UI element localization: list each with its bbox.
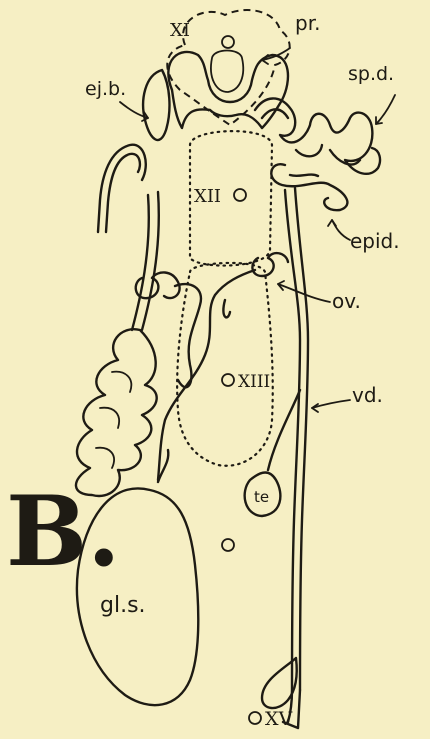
label-ov: ov. (332, 289, 361, 313)
ejaculatory-bulb (143, 70, 169, 140)
epididymis-coils-2 (290, 175, 318, 176)
epididymis-coils (271, 164, 347, 210)
label-xiii: XIII (238, 372, 270, 392)
label-vd: vd. (352, 383, 383, 407)
label-gls: gl.s. (100, 593, 146, 618)
segment-xiii-dotted (177, 263, 273, 466)
segment-xii-pore (234, 189, 246, 201)
prostate-inner (211, 51, 243, 93)
label-xv: XV (265, 708, 293, 730)
ovary-right (252, 253, 288, 276)
prostate (168, 52, 288, 128)
segment-xv-pore (249, 712, 261, 724)
segment-xiii-pore (222, 374, 234, 386)
left-duct-upper-2 (142, 192, 159, 330)
label-ejb: ej.b. (85, 78, 126, 100)
label-xii: XII (194, 186, 221, 207)
left-hooked-duct-inner (106, 154, 140, 232)
vas-deferens-right (285, 190, 300, 722)
label-xi: XI (170, 20, 190, 41)
label-epid: epid. (350, 229, 400, 253)
label-spd: sp.d. (348, 63, 394, 85)
sperm-duct-coils-2 (262, 109, 360, 164)
segment-xiv-pore (222, 539, 234, 551)
arrowhead-epid (328, 220, 336, 226)
label-te: te (254, 488, 269, 506)
left-coiled-mass-inner (96, 372, 131, 468)
arrow-spd (376, 95, 395, 124)
segment-xi-pore (222, 36, 234, 48)
oviduct-loop (223, 300, 230, 317)
figure-letter: B. (6, 475, 121, 588)
label-pr: pr. (295, 11, 320, 35)
